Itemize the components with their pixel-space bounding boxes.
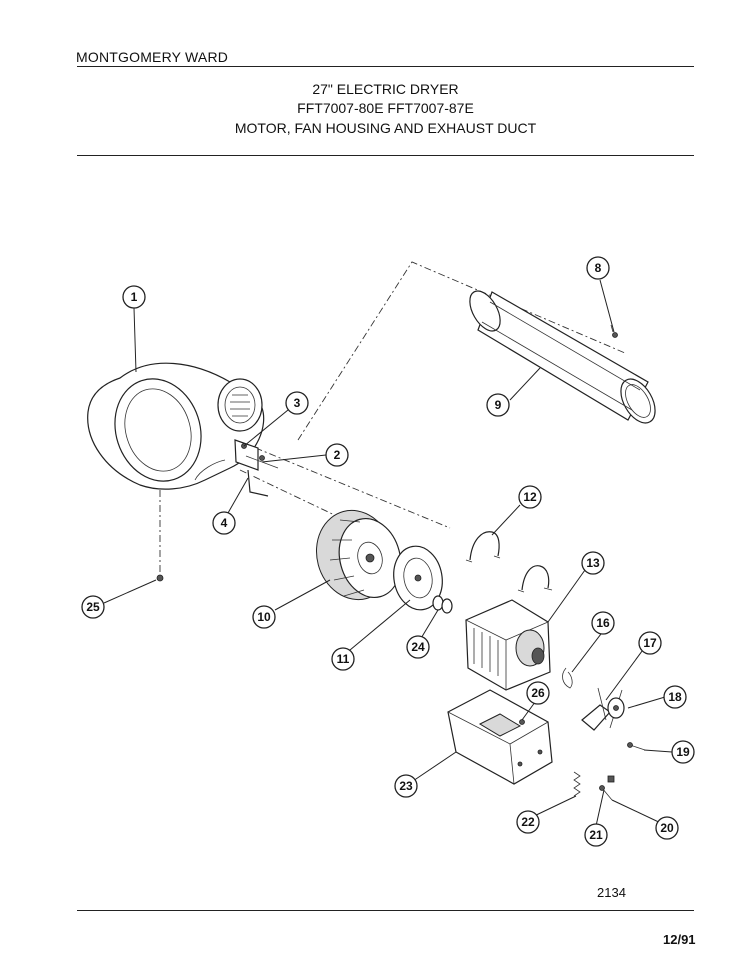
callout-1: 1 <box>122 285 146 309</box>
callout-26: 26 <box>526 681 550 705</box>
callout-17: 17 <box>638 631 662 655</box>
pulley-disc-part <box>393 545 443 611</box>
screw-parts <box>599 742 646 801</box>
callout-9: 9 <box>486 393 510 417</box>
blower-wheel-part <box>315 509 402 601</box>
svg-text:18: 18 <box>668 690 682 704</box>
callout-22: 22 <box>516 810 540 834</box>
callout-16: 16 <box>591 611 615 635</box>
callout-4: 4 <box>212 511 236 535</box>
svg-text:3: 3 <box>294 396 301 410</box>
svg-text:23: 23 <box>399 779 413 793</box>
brand-name: MONTGOMERY WARD <box>76 49 229 65</box>
svg-text:20: 20 <box>660 821 674 835</box>
header-rule <box>77 155 694 156</box>
svg-text:12: 12 <box>523 490 537 504</box>
callout-leaders <box>103 279 673 827</box>
svg-text:17: 17 <box>643 636 657 650</box>
callout-19: 19 <box>671 740 695 764</box>
svg-text:24: 24 <box>411 640 425 654</box>
callout-3: 3 <box>285 391 309 415</box>
callout-23: 23 <box>394 774 418 798</box>
svg-text:13: 13 <box>586 556 600 570</box>
svg-text:10: 10 <box>257 610 271 624</box>
revision-date: 12/91 <box>663 932 696 947</box>
callout-18: 18 <box>663 685 687 709</box>
callout-11: 11 <box>331 647 355 671</box>
svg-text:19: 19 <box>676 745 690 759</box>
callout-25: 25 <box>81 595 105 619</box>
motor-part <box>465 599 551 691</box>
small-screw-parts <box>156 574 525 725</box>
diagram-title: 27" ELECTRIC DRYER <box>312 81 459 97</box>
svg-text:9: 9 <box>495 398 502 412</box>
model-numbers: FFT7007-80E FFT7007-87E <box>297 100 474 116</box>
svg-text:4: 4 <box>221 516 228 530</box>
exhaust-duct-part <box>469 290 656 424</box>
svg-text:11: 11 <box>337 652 350 666</box>
drawing-number: 2134 <box>597 885 626 900</box>
fan-housing-part <box>87 362 265 490</box>
callout-2: 2 <box>325 443 349 467</box>
footer-rule <box>77 910 694 911</box>
diagram-subtitle: MOTOR, FAN HOUSING AND EXHAUST DUCT <box>234 120 537 136</box>
motor-clamp-parts <box>465 531 553 593</box>
svg-text:22: 22 <box>521 815 535 829</box>
callout-12: 12 <box>518 485 542 509</box>
svg-text:25: 25 <box>86 600 100 614</box>
svg-text:2: 2 <box>334 448 341 462</box>
callout-24: 24 <box>406 635 430 659</box>
callout-8: 8 <box>586 256 610 280</box>
svg-text:16: 16 <box>596 616 610 630</box>
callout-21: 21 <box>584 823 608 847</box>
housing-bracket-parts <box>234 439 279 497</box>
spring-part <box>573 771 581 797</box>
callout-10: 10 <box>252 605 276 629</box>
spring-clip-part <box>562 667 573 689</box>
svg-text:26: 26 <box>531 686 545 700</box>
svg-text:21: 21 <box>589 828 603 842</box>
callout-20: 20 <box>655 816 679 840</box>
svg-text:8: 8 <box>595 261 602 275</box>
svg-text:1: 1 <box>131 290 138 304</box>
washer-parts <box>432 595 453 614</box>
idler-assembly-part <box>581 687 625 731</box>
top-rule <box>77 66 694 67</box>
callout-13: 13 <box>581 551 605 575</box>
